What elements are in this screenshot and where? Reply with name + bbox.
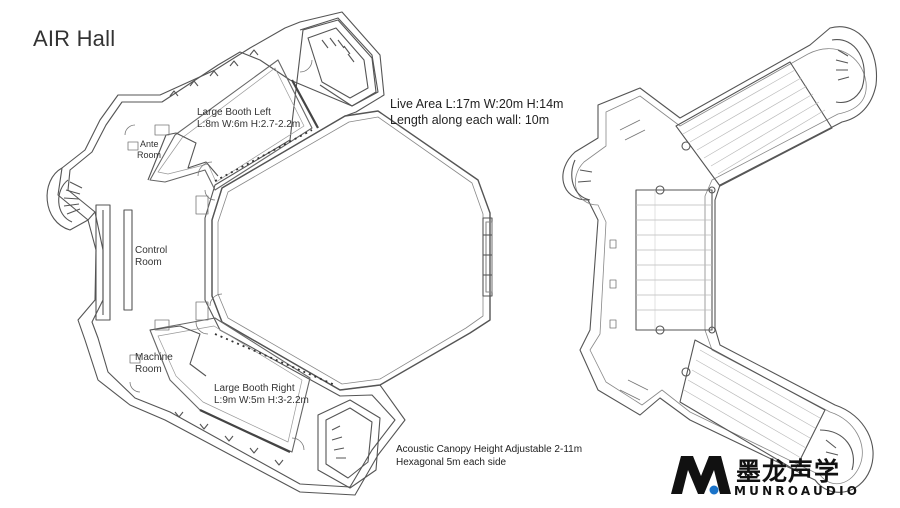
ante-room-label: Ante Room [137, 139, 161, 161]
page-title: AIR Hall [33, 26, 116, 51]
logo-chinese-text: 墨龙声学 [736, 457, 841, 486]
large-booth-left-label: Large Booth Left L:8m W:6m H:2.7-2.2m [197, 107, 300, 131]
window-line-left [214, 129, 313, 182]
ante-room-line2: Room [137, 150, 162, 160]
canopy-label: Acoustic Canopy Height Adjustable 2-11m … [396, 443, 582, 469]
control-room-line1: Control [135, 245, 168, 256]
building-outline [57, 11, 406, 496]
large-booth-right-dims: L:9m W:5m H:3-2.2m [214, 395, 309, 406]
canopy-line2: Hexagonal 5m each side [396, 457, 507, 468]
live-area-label: Live Area L:17m W:20m H:14m Length along… [390, 96, 563, 128]
machine-room-label: Machine Room [135, 352, 173, 376]
booth-right-walls [149, 317, 311, 453]
canopy-line1: Acoustic Canopy Height Adjustable 2-11m [396, 444, 583, 455]
logo-mark-icon [671, 456, 731, 495]
stair-tower-left [46, 167, 96, 231]
logo-english-text: MUNROAUDIO [734, 484, 861, 498]
control-room-line2: Room [135, 257, 162, 268]
large-booth-right-label: Large Booth Right L:9m W:5m H:3-2.2m [214, 383, 309, 407]
stair-top-right [299, 17, 379, 107]
right-plan [562, 26, 878, 493]
machine-room-line1: Machine [135, 352, 173, 363]
large-booth-left-name: Large Booth Left [197, 107, 271, 118]
machine-room-line2: Room [135, 364, 162, 375]
large-booth-right-name: Large Booth Right [214, 383, 295, 394]
live-area-line2: Length along each wall: 10m [390, 113, 550, 127]
window-line-right [214, 333, 336, 386]
large-booth-left-dims: L:8m W:6m H:2.7-2.2m [197, 119, 301, 130]
stair-bottom-right [317, 399, 381, 489]
munroaudio-logo: 墨龙声学 MUNROAUDIO [668, 448, 883, 500]
door-swings [124, 59, 313, 451]
control-room-label: Control Room [135, 245, 167, 269]
live-area-line1: Live Area L:17m W:20m H:14m [390, 97, 564, 111]
ante-room-line1: Ante [140, 139, 159, 149]
